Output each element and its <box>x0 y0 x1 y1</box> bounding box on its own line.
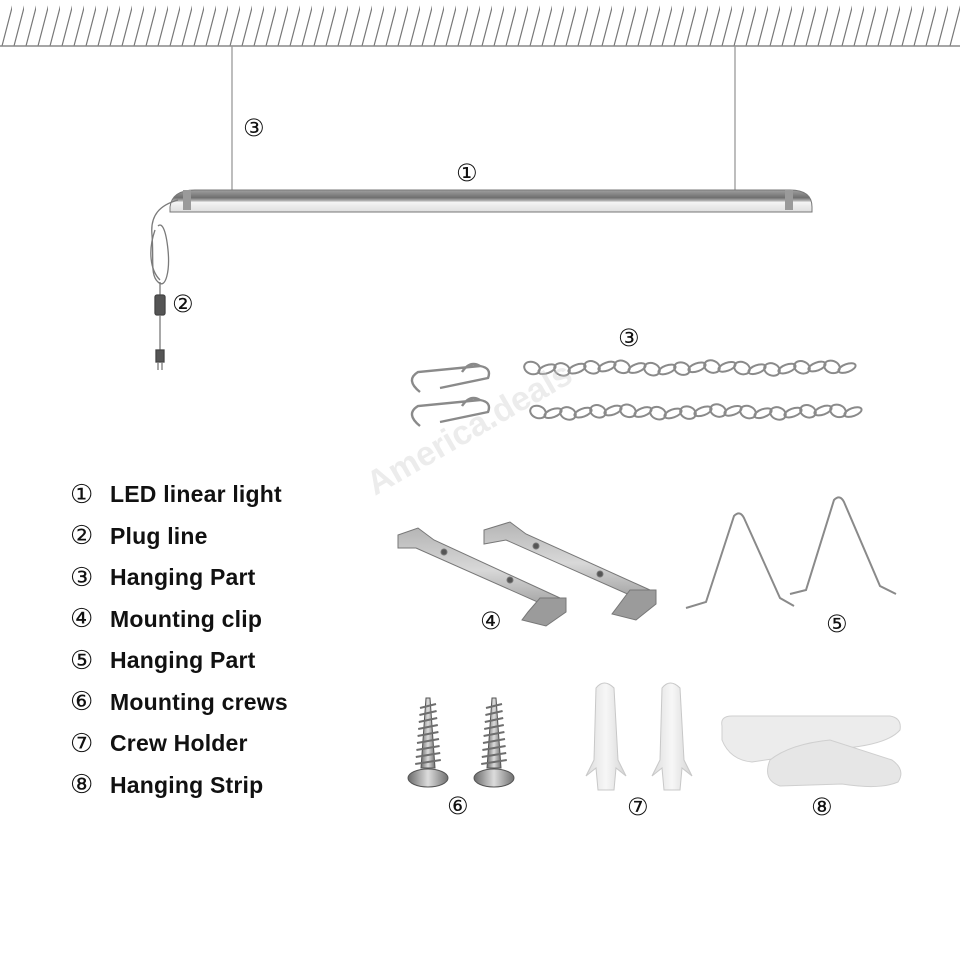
screw-thread <box>482 738 506 744</box>
screw-thread <box>415 752 441 758</box>
callout-screws: ⑥ <box>447 792 469 820</box>
screw-thread <box>481 752 507 758</box>
callout-chains: ③ <box>618 324 640 352</box>
chain-link <box>567 362 587 375</box>
chain-link <box>657 363 677 376</box>
s-hooks <box>410 362 491 427</box>
legend-item: ⑥ Mounting crews <box>70 682 390 724</box>
chain-link <box>649 405 667 421</box>
callout-strip: ⑧ <box>811 793 833 821</box>
callout-fixture: ① <box>456 159 478 187</box>
callout-plug: ② <box>172 290 194 318</box>
legend-number: ① <box>70 479 94 510</box>
screw-thread <box>484 724 504 730</box>
screw-thread <box>483 731 505 737</box>
callout-anchors: ⑦ <box>627 793 649 821</box>
screw-thread <box>485 703 503 709</box>
suspension-rods <box>231 46 736 190</box>
callout-clip: ④ <box>480 607 502 635</box>
chain-link <box>709 403 727 418</box>
legend-label: Plug line <box>110 522 208 549</box>
legend-label: Hanging Strip <box>110 771 264 798</box>
legend-item: ④ Mounting clip <box>70 599 390 641</box>
legend-item: ⑧ Hanging Strip <box>70 765 390 807</box>
legend-item: ① LED linear light <box>70 474 390 516</box>
screw-thread <box>418 724 438 730</box>
chain-link <box>693 405 713 418</box>
screw-thread <box>485 710 503 716</box>
wire-hangers <box>685 496 897 609</box>
chain-link <box>777 362 797 375</box>
ceiling <box>0 0 960 47</box>
screw-thread <box>482 745 506 751</box>
screw-thread <box>481 759 507 765</box>
legend-item: ② Plug line <box>70 516 390 558</box>
legend-label: Mounting crews <box>110 688 288 715</box>
crew-holders <box>585 682 693 791</box>
screw-thread <box>417 731 439 737</box>
legend-label: Hanging Part <box>110 647 256 674</box>
chain-link <box>663 407 683 420</box>
legend-number: ⑥ <box>70 687 94 718</box>
callout-hanger: ⑤ <box>826 610 848 638</box>
screw-thread <box>416 745 440 751</box>
hanging-chains <box>523 359 863 421</box>
legend-number: ② <box>70 521 94 552</box>
legend-number: ⑦ <box>70 728 94 759</box>
legend-label: Hanging Part <box>110 564 256 591</box>
legend-item: ③ Hanging Part <box>70 557 390 599</box>
hanging-strip <box>721 715 902 788</box>
screw-thread <box>418 717 438 723</box>
chain-link <box>843 406 863 418</box>
legend-number: ⑧ <box>70 770 94 801</box>
chain-link <box>643 361 661 377</box>
legend-label: LED linear light <box>110 481 282 508</box>
legend: ① LED linear light ② Plug line ③ Hanging Pa… <box>70 474 390 806</box>
screw-thread <box>416 738 440 744</box>
plug-line <box>150 199 179 370</box>
screw-thread <box>419 703 437 709</box>
led-linear-light <box>169 189 813 213</box>
chain-link <box>837 362 857 374</box>
screw-head <box>473 768 515 788</box>
chain-link <box>703 359 721 374</box>
chain-link <box>783 406 803 419</box>
screw-thread <box>415 759 441 765</box>
screw-head <box>407 768 449 788</box>
legend-label: Mounting clip <box>110 605 263 632</box>
legend-number: ③ <box>70 562 94 593</box>
legend-number: ⑤ <box>70 645 94 676</box>
legend-item: ⑤ Hanging Part <box>70 640 390 682</box>
callout-rod: ③ <box>243 114 265 142</box>
mounting-clips <box>397 521 657 627</box>
chain-link <box>687 361 707 374</box>
legend-number: ④ <box>70 604 94 635</box>
mounting-screws <box>407 697 515 788</box>
legend-item: ⑦ Crew Holder <box>70 723 390 765</box>
legend-label: Crew Holder <box>110 730 248 757</box>
screw-thread <box>419 710 437 716</box>
screw-thread <box>484 717 504 723</box>
chain-link <box>573 406 593 419</box>
